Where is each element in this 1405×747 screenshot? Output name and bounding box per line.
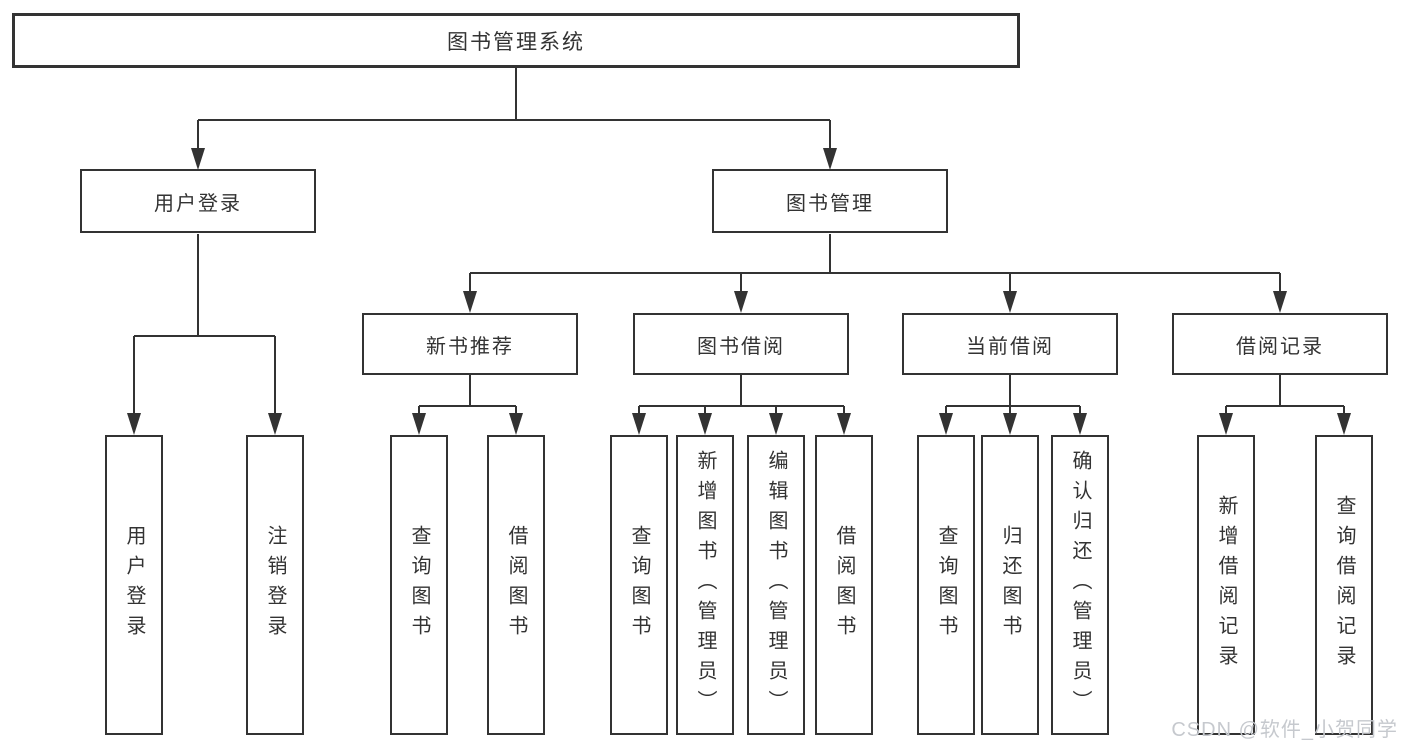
connector-book-mgmt-to-level3 xyxy=(469,234,1281,309)
arrowheads xyxy=(127,148,1351,435)
node-new-book-recommend: 新书推荐 xyxy=(362,313,578,375)
leaf-return-books-label: 归还图书 xyxy=(999,525,1021,645)
node-new-book-recommend-label: 新书推荐 xyxy=(426,335,514,358)
leaf-query-books-borrow-label: 查询图书 xyxy=(628,525,650,645)
node-book-management: 图书管理 xyxy=(712,169,948,233)
node-current-borrow-label: 当前借阅 xyxy=(966,335,1054,358)
leaf-add-book-admin-label: 新增图书（管理员） xyxy=(694,450,716,720)
leaf-query-borrow-record-label: 查询借阅记录 xyxy=(1333,495,1355,675)
leaf-query-books-recommend-label: 查询图书 xyxy=(408,525,430,645)
connector-root-to-level2 xyxy=(197,68,831,166)
csdn-watermark: CSDN @软件_小贺同学 xyxy=(1171,719,1398,741)
node-book-borrow: 图书借阅 xyxy=(633,313,849,375)
leaf-query-books-recommend: 查询图书 xyxy=(390,435,448,735)
leaf-query-borrow-record: 查询借阅记录 xyxy=(1315,435,1373,735)
leaf-borrow-books-label: 借阅图书 xyxy=(833,525,855,645)
node-borrow-records: 借阅记录 xyxy=(1172,313,1388,375)
leaf-query-books-current: 查询图书 xyxy=(917,435,975,735)
node-user-login-label: 用户登录 xyxy=(154,192,242,215)
leaf-user-login-label: 用户登录 xyxy=(123,525,145,645)
leaf-logout-label: 注销登录 xyxy=(264,525,286,645)
leaf-query-books-current-label: 查询图书 xyxy=(935,525,957,645)
connector-book-borrow-fan xyxy=(638,375,845,431)
leaf-borrow-books: 借阅图书 xyxy=(815,435,873,735)
leaf-logout: 注销登录 xyxy=(246,435,304,735)
leaf-add-borrow-record: 新增借阅记录 xyxy=(1197,435,1255,735)
leaf-confirm-return-admin-label: 确认归还（管理员） xyxy=(1069,450,1091,720)
leaf-borrow-books-recommend-label: 借阅图书 xyxy=(505,525,527,645)
node-root: 图书管理系统 xyxy=(12,13,1020,68)
leaf-edit-book-admin-label: 编辑图书（管理员） xyxy=(765,450,787,720)
connector-borrow-record-fan xyxy=(1225,375,1345,431)
leaf-edit-book-admin: 编辑图书（管理员） xyxy=(747,435,805,735)
node-borrow-records-label: 借阅记录 xyxy=(1236,335,1324,358)
connector-paths xyxy=(133,68,1345,431)
node-current-borrow: 当前借阅 xyxy=(902,313,1118,375)
leaf-add-borrow-record-label: 新增借阅记录 xyxy=(1215,495,1237,675)
node-book-borrow-label: 图书借阅 xyxy=(697,335,785,358)
leaf-borrow-books-recommend: 借阅图书 xyxy=(487,435,545,735)
leaf-query-books-borrow: 查询图书 xyxy=(610,435,668,735)
node-book-management-label: 图书管理 xyxy=(786,192,874,215)
leaf-confirm-return-admin: 确认归还（管理员） xyxy=(1051,435,1109,735)
leaf-user-login: 用户登录 xyxy=(105,435,163,735)
leaf-return-books: 归还图书 xyxy=(981,435,1039,735)
connector-new-book-fan xyxy=(418,375,517,431)
node-user-login: 用户登录 xyxy=(80,169,316,233)
node-root-label: 图书管理系统 xyxy=(447,30,585,54)
leaf-add-book-admin: 新增图书（管理员） xyxy=(676,435,734,735)
connector-user-login-to-leaves xyxy=(133,234,276,431)
